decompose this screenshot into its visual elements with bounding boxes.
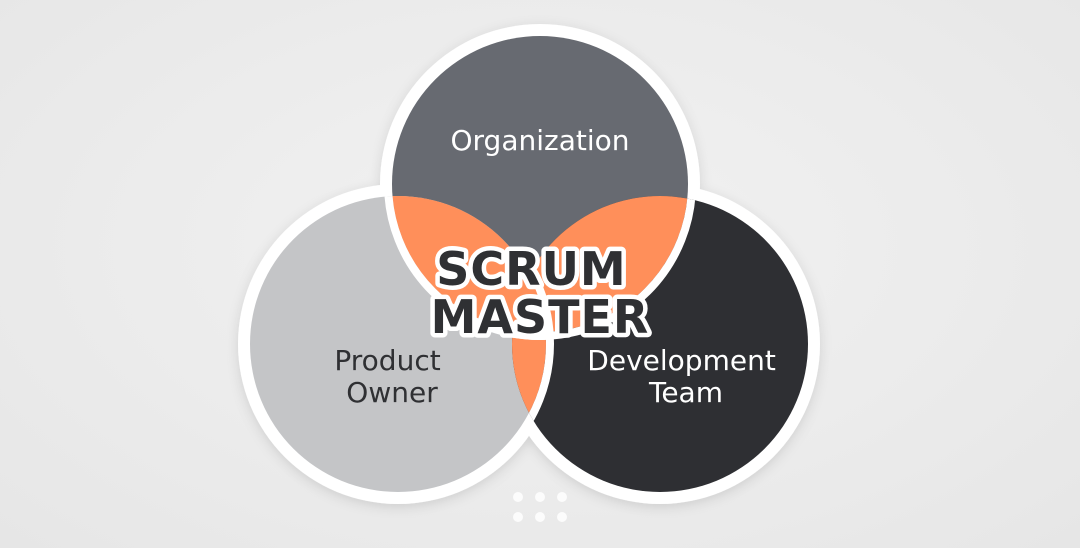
organization-label-line: Organization xyxy=(450,124,629,157)
scrum-master-title-line-1: SCRUM xyxy=(436,242,626,296)
development-team-label-line-2: Team xyxy=(648,376,723,409)
organization-label: Organization xyxy=(450,124,629,157)
scrum-master-title: SCRUM MASTER xyxy=(431,242,650,344)
overlap-regions xyxy=(392,196,688,492)
scrum-master-title-line-2: MASTER xyxy=(431,290,650,344)
overlap-organization-product-owner xyxy=(392,196,546,332)
product-owner-label: Product Owner xyxy=(334,344,449,409)
overlap-organization-development-team xyxy=(512,196,688,332)
development-team-label-line-1: Development xyxy=(587,344,776,377)
product-owner-label-line-2: Owner xyxy=(346,376,438,409)
development-team-label: Development Team xyxy=(587,344,784,409)
product-owner-label-line-1: Product xyxy=(334,344,440,377)
decorative-dots xyxy=(513,492,567,522)
overlap-borders xyxy=(384,196,696,492)
